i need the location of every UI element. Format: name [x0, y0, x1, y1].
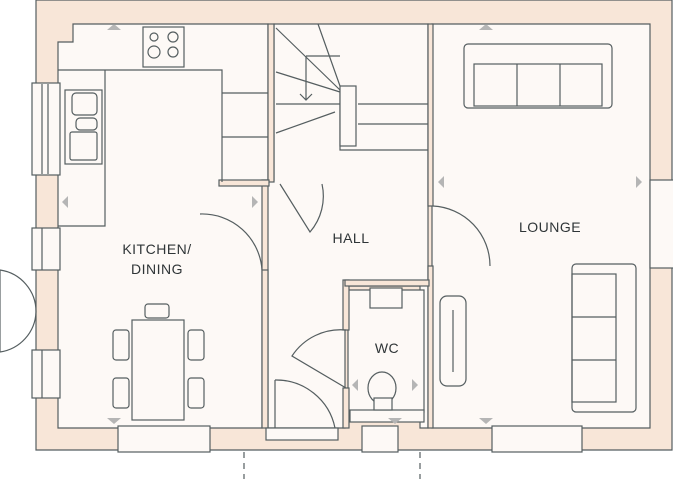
wall-segment — [427, 23, 434, 207]
kitchen-worktop — [58, 69, 268, 227]
french-doors — [0, 269, 37, 353]
wall-segment — [344, 279, 430, 287]
sofa-top — [463, 43, 613, 109]
door-swing — [432, 205, 491, 267]
window-wc-bottom — [361, 425, 399, 453]
direction-markers — [62, 24, 642, 424]
window-kitchen-left-lower — [31, 227, 61, 399]
room-label-wc: WC — [375, 340, 399, 356]
room-label-lounge: LOUNGE — [519, 219, 581, 235]
front-door — [265, 379, 339, 441]
room-label-kitchen: KITCHEN/ — [122, 241, 191, 257]
toilet-icon — [349, 371, 425, 423]
dining-table — [112, 303, 205, 421]
room-label-hall: HALL — [332, 230, 369, 246]
staircase — [275, 23, 428, 151]
sofa-right — [571, 263, 637, 413]
wall-segment — [342, 387, 350, 429]
door-swing — [279, 183, 324, 234]
basin-icon — [369, 287, 403, 309]
wall-segment — [218, 179, 270, 187]
room-label-dining: DINING — [131, 261, 183, 277]
tv-unit — [439, 295, 467, 387]
sink-icon — [64, 89, 103, 165]
hob-icon — [142, 26, 185, 68]
window-lounge-bottom — [491, 425, 583, 453]
door-swing — [291, 329, 347, 389]
wall-segment — [342, 279, 350, 331]
wall-segment — [261, 269, 269, 429]
window-lounge-right — [649, 179, 673, 269]
window-kitchen-left — [31, 82, 61, 176]
wall-segment — [267, 23, 275, 183]
window-kitchen-bottom — [117, 425, 211, 453]
wall-segment — [427, 265, 434, 429]
door-swing — [199, 213, 263, 271]
